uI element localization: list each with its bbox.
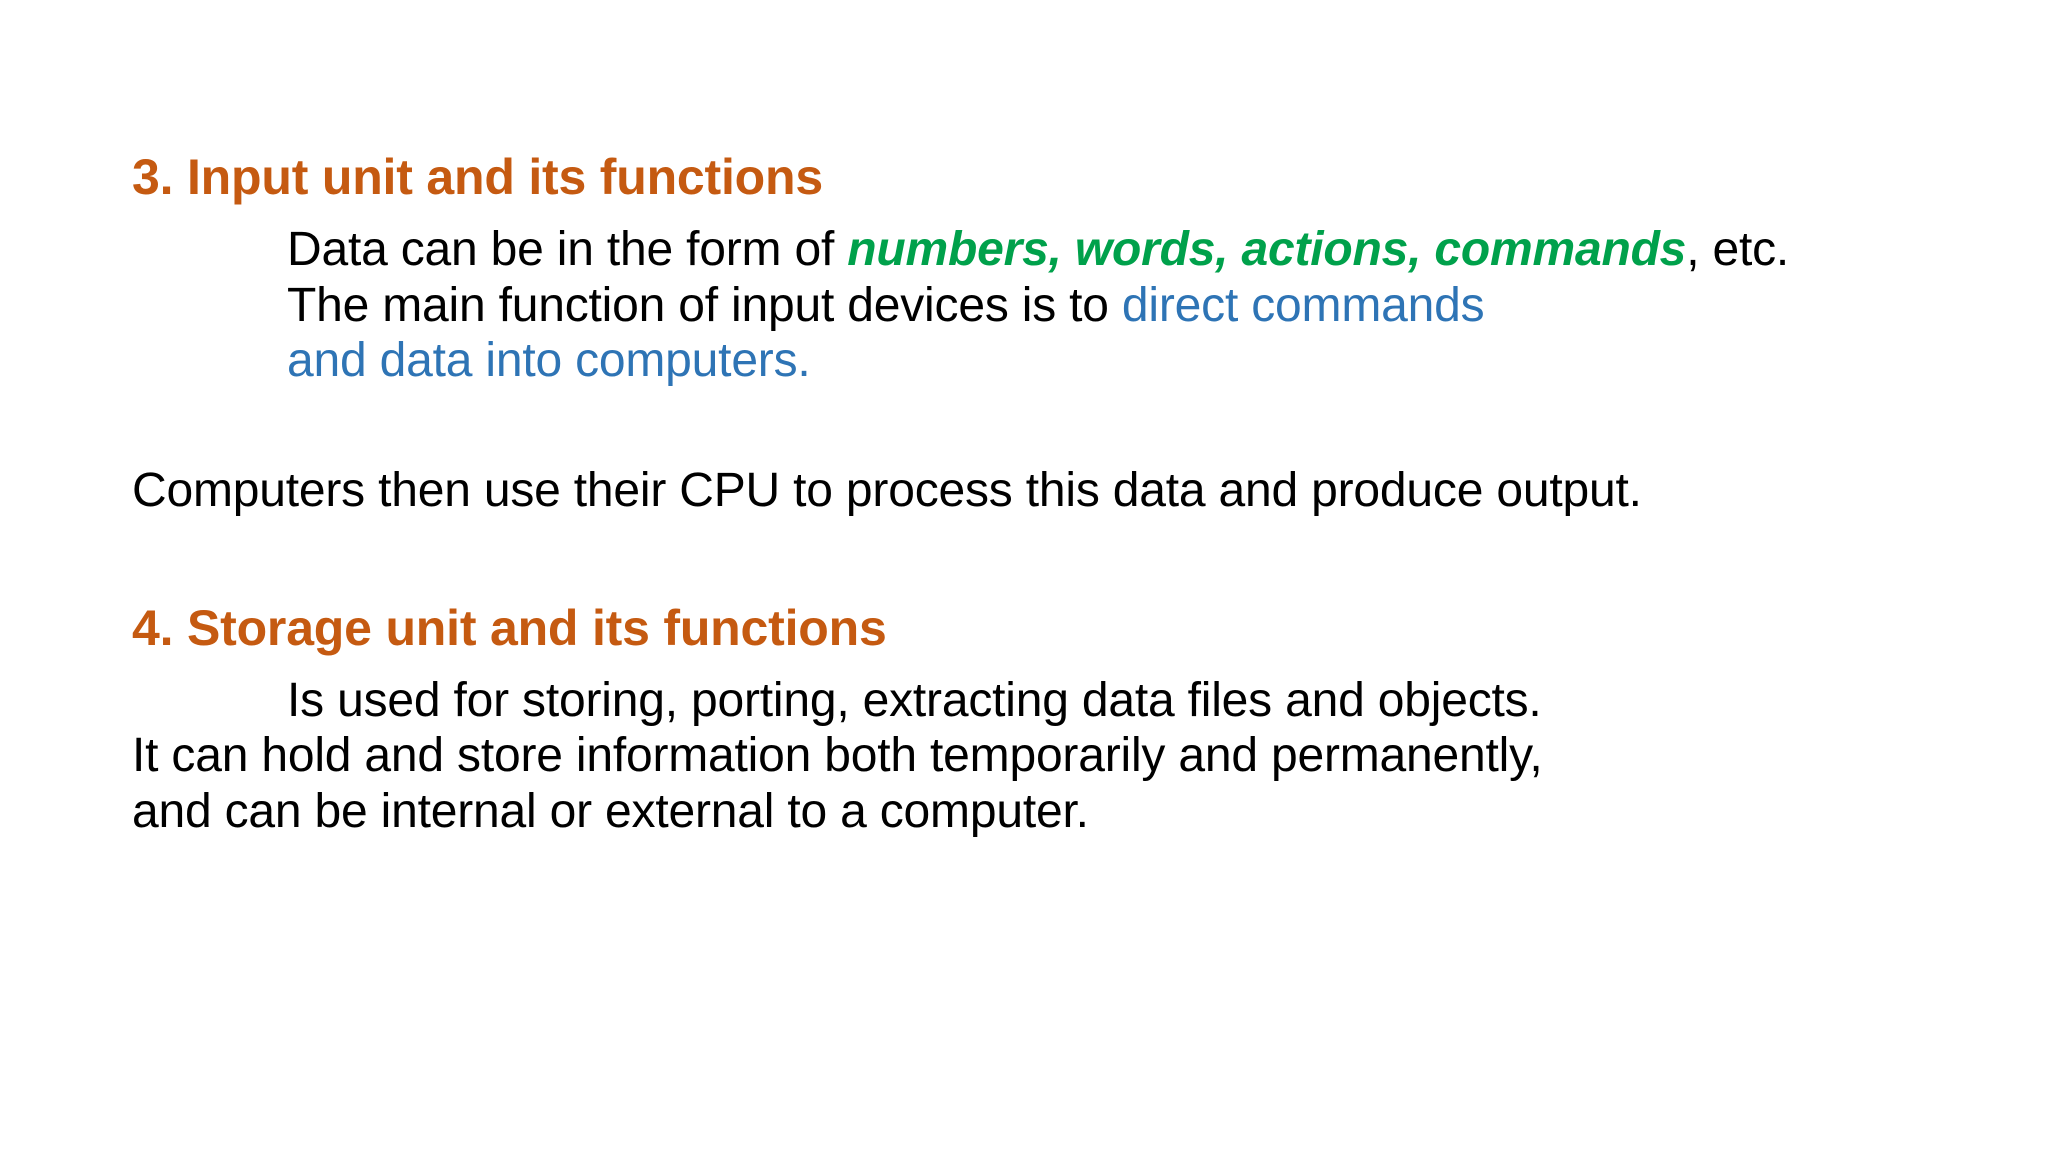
text-run: It can hold and store information both t… (132, 729, 1543, 783)
text-run: and can be internal or external to a com… (132, 785, 1089, 839)
text-run-emphasis-blue: and data into computers. (287, 334, 811, 388)
text-run: Is used for storing, porting, extracting… (287, 673, 1542, 727)
spacer (132, 657, 1952, 673)
spacer (132, 519, 1952, 599)
section-heading-input-unit: 3. Input unit and its functions (132, 149, 823, 205)
section-heading-storage-unit: 4. Storage unit and its functions (132, 599, 887, 656)
text-run: The main function of input devices is to (287, 278, 1122, 332)
text-run: , etc. (1686, 223, 1790, 276)
text-run-emphasis-blue: direct commands (1121, 278, 1485, 332)
body-line-storage-3: and can be internal or external to a com… (132, 784, 1952, 840)
body-line-input-2: The main function of input devices is to… (132, 278, 1952, 334)
spacer (132, 389, 1952, 463)
body-line-input-3: and data into computers. (132, 333, 1952, 389)
text-run: Data can be in the form of (287, 223, 848, 276)
body-line-input-1: Data can be in the form of numbers, word… (132, 222, 1952, 278)
text-run-emphasis-green: numbers, words, actions, commands (847, 223, 1687, 276)
spacer (132, 206, 1952, 222)
body-line-cpu-statement: Computers then use their CPU to process … (132, 463, 1952, 519)
text-run: Computers then use their CPU to process … (132, 464, 1642, 518)
body-line-storage-2: It can hold and store information both t… (132, 728, 1952, 784)
slide-content: 3. Input unit and its functions Data can… (132, 148, 1952, 840)
body-line-storage-1: Is used for storing, porting, extracting… (132, 673, 1952, 729)
